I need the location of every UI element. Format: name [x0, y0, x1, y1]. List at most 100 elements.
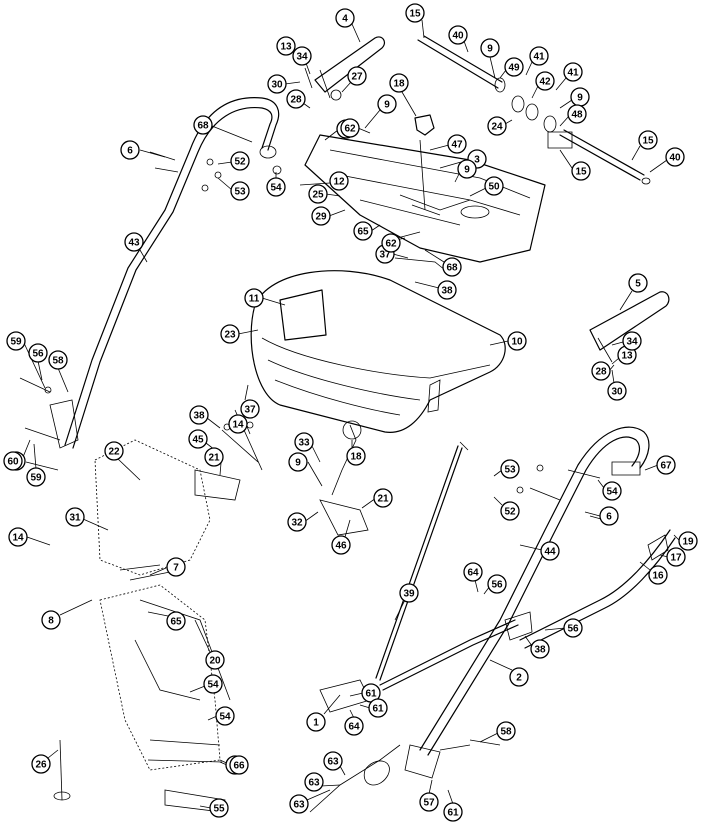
- callout-number: 15: [409, 9, 421, 20]
- callout-41: 41: [529, 46, 549, 66]
- callout-number: 64: [467, 568, 479, 579]
- callout-56: 56: [28, 343, 48, 363]
- leader-line: [139, 149, 166, 158]
- callout-number: 50: [488, 182, 500, 193]
- callout-circle: [563, 618, 583, 638]
- leader-line: [25, 461, 59, 471]
- leader-line: [639, 561, 651, 571]
- callout-6: 6: [599, 506, 619, 526]
- callout-circle: [204, 447, 224, 467]
- callout-number: 56: [491, 580, 503, 591]
- callout-44: 44: [540, 541, 560, 561]
- callout-18: 18: [346, 446, 366, 466]
- callout-circle: [311, 206, 331, 226]
- callout-circle: [656, 455, 676, 475]
- callout-number: 8: [48, 616, 54, 627]
- callout-number: 9: [577, 93, 583, 104]
- leader-line: [559, 115, 570, 127]
- callout-16: 16: [648, 565, 668, 585]
- leader-line: [23, 342, 46, 389]
- callout-circle: [405, 3, 425, 23]
- callout-circle: [323, 751, 343, 771]
- callout-34: 34: [292, 46, 312, 66]
- callout-number: 63: [327, 757, 339, 768]
- callout-circle: [41, 610, 61, 630]
- callout-circle: [267, 74, 287, 94]
- callout-67: 67: [656, 455, 676, 475]
- callout-number: 52: [234, 157, 246, 168]
- callout-circle: [607, 381, 627, 401]
- leader-line: [194, 619, 211, 653]
- leader-line: [524, 635, 533, 647]
- callout-number: 40: [452, 31, 464, 42]
- callout-circle: [229, 755, 249, 775]
- callout-circle: [509, 667, 529, 687]
- leader-line: [424, 249, 445, 263]
- callout-5: 5: [628, 273, 648, 293]
- leader-line: [217, 161, 233, 165]
- callout-60: 60: [3, 451, 23, 471]
- leader-line: [33, 443, 37, 470]
- callout-number: 20: [209, 656, 221, 667]
- callout-number: 63: [293, 800, 305, 811]
- leader-line: [149, 567, 167, 576]
- callout-number: 9: [464, 165, 470, 176]
- callout-circle: [335, 8, 355, 28]
- callout-circle: [602, 481, 622, 501]
- callout-circle: [266, 177, 286, 197]
- callout-number: 47: [451, 140, 463, 151]
- leader-line: [394, 599, 406, 621]
- callout-number: 54: [219, 712, 231, 723]
- callout-15: 15: [571, 161, 591, 181]
- callout-number: 56: [567, 624, 579, 635]
- callout-circle: [244, 288, 264, 308]
- callout-27: 27: [347, 66, 367, 86]
- callout-number: 42: [539, 77, 551, 88]
- callout-number: 1: [313, 718, 319, 729]
- callout-circle: [286, 89, 306, 109]
- callout-54: 54: [602, 481, 622, 501]
- callout-number: 61: [372, 704, 384, 715]
- leader-line: [555, 77, 567, 91]
- callout-circle: [31, 754, 51, 774]
- callout-circle: [188, 429, 208, 449]
- callout-6: 6: [120, 140, 140, 160]
- callout-number: 34: [626, 337, 638, 348]
- callout-38: 38: [189, 405, 209, 425]
- callout-circle: [442, 257, 462, 277]
- callout-number: 58: [52, 356, 64, 367]
- leader-line: [261, 297, 286, 306]
- leader-line: [392, 253, 409, 259]
- callout-number: 57: [423, 798, 435, 809]
- callout-circle: [353, 221, 373, 241]
- callout-42: 42: [535, 71, 555, 91]
- callout-number: 4: [342, 14, 348, 25]
- callout-number: 9: [295, 458, 301, 469]
- callout-circle: [294, 432, 314, 452]
- callout-circle: [666, 547, 686, 567]
- callout-circle: [571, 161, 591, 181]
- callout-38: 38: [530, 639, 550, 659]
- callout-circle: [287, 512, 307, 532]
- leader-line: [26, 536, 51, 546]
- leader-line: [311, 445, 321, 463]
- callout-number: 53: [234, 187, 246, 198]
- callout-circle: [381, 233, 401, 253]
- callout-number: 62: [344, 124, 356, 135]
- callout-circle: [665, 147, 685, 167]
- callout-49: 49: [504, 57, 524, 77]
- callout-65: 65: [353, 221, 373, 241]
- leader-line: [307, 461, 323, 487]
- callout-31: 31: [65, 507, 85, 527]
- leader-line: [597, 479, 605, 489]
- callout-17: 17: [666, 547, 686, 567]
- leader-line: [351, 23, 361, 43]
- left-handle: [64, 97, 280, 446]
- callout-24: 24: [487, 116, 507, 136]
- callout-circle: [622, 331, 642, 351]
- callout-circle: [230, 151, 250, 171]
- callout-52: 52: [500, 501, 520, 521]
- callout-68: 68: [442, 257, 462, 277]
- callout-number: 59: [10, 337, 22, 348]
- callout-circle: [205, 650, 225, 670]
